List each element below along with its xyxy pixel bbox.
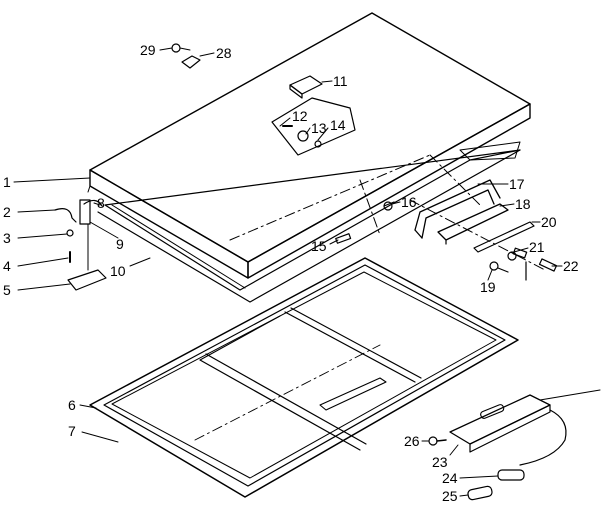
callout-21: 21 <box>529 239 545 255</box>
thermostat-assembly <box>428 389 601 501</box>
label-plate <box>289 75 323 99</box>
callout-1: 1 <box>3 174 11 190</box>
callout-6: 6 <box>68 397 76 413</box>
hinge-assembly <box>54 199 107 291</box>
hinge-spring-2 <box>54 208 77 223</box>
strip-20 <box>473 221 535 253</box>
cabinet-frame <box>89 257 519 498</box>
leader-lines <box>13 47 563 497</box>
center-lines <box>229 154 546 271</box>
callout-9: 9 <box>116 236 124 252</box>
bracket-28 <box>181 55 201 69</box>
screw-26 <box>428 436 438 446</box>
callout-12: 12 <box>292 108 308 124</box>
callout-16: 16 <box>401 194 417 210</box>
callout-3: 3 <box>3 230 11 246</box>
lock-nut-13 <box>297 130 309 142</box>
handle-bar-18 <box>437 203 509 245</box>
callout-10: 10 <box>110 263 126 279</box>
lid-right-edge <box>247 103 531 279</box>
callout-11: 11 <box>333 73 348 89</box>
washer-3 <box>66 229 74 237</box>
plug-25 <box>467 485 493 501</box>
callout-17: 17 <box>509 176 525 192</box>
callout-4: 4 <box>3 258 11 274</box>
callout-2: 2 <box>3 204 11 220</box>
callout-20: 20 <box>541 214 557 230</box>
callout-23: 23 <box>432 454 448 470</box>
lock-bracket <box>271 97 356 156</box>
handle-17 <box>414 179 501 239</box>
callout-7: 7 <box>68 423 76 439</box>
power-cord <box>519 409 567 466</box>
callout-24: 24 <box>442 470 458 486</box>
washer-14 <box>314 140 322 148</box>
callout-22: 22 <box>563 258 579 274</box>
top-hinge <box>171 43 201 69</box>
key-22 <box>538 258 558 272</box>
hinge-clip-8 <box>83 199 103 207</box>
lock-21 <box>507 247 528 281</box>
lid-front-edge <box>89 169 249 279</box>
callout-14: 14 <box>330 117 346 133</box>
callout-8: 8 <box>97 195 105 211</box>
plug-24 <box>497 469 525 481</box>
callout-15: 15 <box>311 238 327 254</box>
callout-labels: 1 2 3 4 5 6 7 8 9 10 11 12 13 14 15 16 1… <box>3 42 579 504</box>
frame-inner <box>103 264 506 487</box>
callout-5: 5 <box>3 282 11 298</box>
key-19 <box>489 261 509 273</box>
callout-13: 13 <box>311 120 327 136</box>
hinge-9 <box>79 199 91 225</box>
screw-29 <box>171 43 181 53</box>
callout-18: 18 <box>515 196 531 212</box>
callout-26: 26 <box>404 433 420 449</box>
frame-outer <box>89 257 519 498</box>
fastener-16 <box>383 201 395 211</box>
callout-19: 19 <box>480 279 496 295</box>
callout-29: 29 <box>140 42 156 58</box>
lid-liner <box>97 141 521 303</box>
callout-25: 25 <box>442 488 458 504</box>
callout-28: 28 <box>216 45 232 61</box>
lid-assembly <box>87 12 531 279</box>
hinge-plate-5 <box>67 269 107 291</box>
